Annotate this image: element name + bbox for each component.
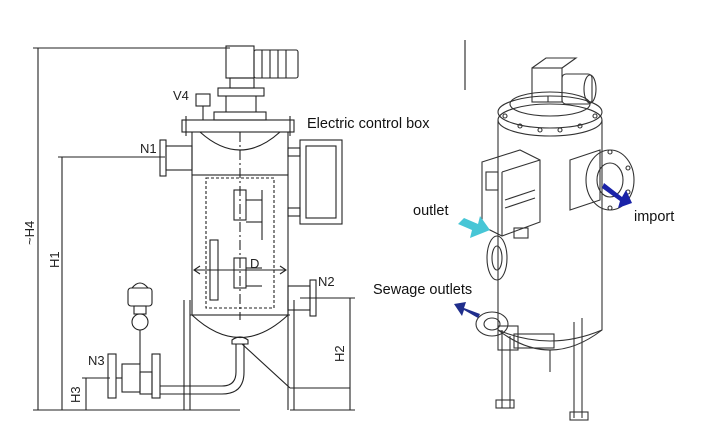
drawing-control-box — [299, 139, 343, 225]
label-h2: H2 — [332, 345, 347, 362]
sewage-arrow — [454, 302, 480, 318]
label-n1: N1 — [140, 141, 157, 156]
label-h1: H1 — [47, 251, 62, 268]
label-h4: ~H4 — [22, 220, 37, 245]
label-h3: H3 — [68, 386, 83, 403]
label-n3: N3 — [88, 353, 105, 368]
import-arrow — [602, 183, 632, 208]
callout-import: import — [634, 209, 675, 225]
callout-control-box: Electric control box — [307, 116, 430, 132]
outlet-arrow — [458, 216, 490, 238]
label-n2: N2 — [318, 274, 335, 289]
sewage-valve — [475, 311, 509, 337]
label-d: D — [250, 256, 260, 271]
callout-sewage: Sewage outlets — [373, 282, 473, 298]
label-v4: V4 — [173, 88, 189, 103]
callout-outlet: outlet — [413, 203, 449, 219]
outlet-flange — [486, 235, 508, 281]
